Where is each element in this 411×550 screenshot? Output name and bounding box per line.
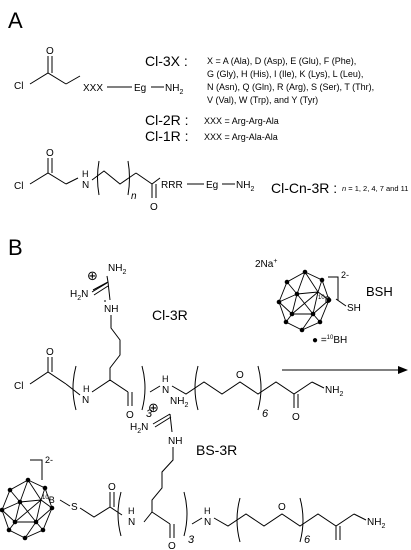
bsh-counterion: 2Na+: [255, 258, 277, 270]
clcn3r-name: Cl-Cn-3R :: [271, 180, 337, 196]
bs3r-atom-h1: H: [128, 506, 135, 516]
cl3r-nh-guan: NH: [104, 304, 118, 315]
bs3r-guan-charge: ⊕: [148, 400, 159, 415]
cl3r-charge: ⊕: [87, 268, 98, 283]
panel-b-label: B: [8, 235, 23, 260]
cl3x-chain-xxx: XXX: [83, 83, 103, 94]
cl3x-atom-o: O: [46, 46, 54, 57]
clcn3r-atom-n: N: [82, 180, 89, 191]
clcn3r-atom-o: O: [46, 148, 54, 159]
bs3r-atom-n2: N: [204, 517, 211, 528]
cl3x-def-line-1: X = A (Ala), D (Asp), E (Glu), F (Phe),: [207, 56, 356, 66]
bs3r-sub-3: 3: [188, 534, 195, 546]
bs3r-atom-s: S: [71, 502, 78, 513]
cl3r-structure: ⊕ H2N NH2 NH Cl O H N O 3 H N O 6 O NH2: [14, 263, 343, 423]
bs3r-atom-o3: O: [278, 502, 286, 513]
cl3x-atom-cl: Cl: [14, 81, 23, 92]
cl3x-def-line-2: G (Gly), H (His), I (Ile), K (Lys), L (L…: [207, 69, 363, 79]
bs3r-structure: ⊕ H2N NH2 NH 2- 10B S: [0, 396, 385, 550]
bs3r-atom-n1: N: [128, 517, 135, 528]
reaction-arrow: [282, 366, 408, 374]
clcn3r-atom-o2: O: [150, 202, 158, 213]
bs3r-sub-6: 6: [304, 534, 311, 546]
bs3r-closo-cage: [0, 477, 55, 541]
bs3r-atom-h2: H: [204, 506, 211, 516]
bs3r-boron-atom: 10B: [42, 495, 55, 505]
clcn3r-atom-cl: Cl: [14, 181, 23, 192]
cl3r-label: Cl-3R: [152, 307, 188, 323]
bs3r-nh2: NH2: [170, 396, 188, 409]
cl3r-atom-h1: H: [83, 384, 90, 394]
bs3r-term-nh2: NH2: [367, 517, 385, 530]
cl3x-def-line-3: N (Asn), Q (Gln), R (Arg), S (Ser), T (T…: [207, 82, 374, 92]
cl3r-sub-3: 3: [146, 408, 153, 420]
cl3r-nh2: NH2: [108, 263, 126, 276]
panel-a-label: A: [8, 8, 23, 33]
cl3r-atom-n1: N: [82, 395, 89, 406]
bsh-boron-atom: 10B: [318, 295, 331, 305]
cl3r-atom-o4: O: [292, 412, 300, 423]
bsh-charge: 2-: [341, 270, 349, 280]
bs3r-h2n: H2N: [130, 422, 148, 435]
bsh-legend: ● =10BH: [312, 335, 347, 346]
clcn3r-atom-h: H: [82, 169, 89, 179]
cl3r-sub-6: 6: [262, 408, 269, 420]
cl3r-h2n: H2N: [70, 289, 88, 302]
bsh-reagent: 2Na+ 2- 10B SH ● =10BH: [255, 258, 361, 346]
bsh-sh: SH: [347, 303, 361, 314]
clcn3r-nh2: NH2: [236, 180, 254, 193]
clcn3r-eg: Eg: [206, 180, 218, 191]
cl1r-def: XXX = Arg-Ala-Ala: [204, 132, 278, 142]
clcn3r-subscript-n: n: [131, 191, 137, 202]
bsh-closo-cage: [276, 269, 332, 333]
cl3x-structure: Cl O XXX Eg NH2: [14, 46, 183, 96]
bs3r-atom-o1: O: [108, 482, 116, 493]
cl3r-atom-o3: O: [236, 370, 244, 381]
bs3r-charge: 2-: [45, 455, 53, 465]
cl3r-atom-cl: Cl: [14, 381, 23, 392]
cl3x-def-line-4: V (Val), W (Trp), and Y (Tyr): [207, 95, 318, 105]
cl2r-def: XXX = Arg-Arg-Ala: [204, 116, 279, 126]
cl1r-name: Cl-1R :: [145, 128, 189, 144]
cl3r-term-nh2: NH2: [325, 385, 343, 398]
cl3x-nh2: NH2: [165, 83, 183, 96]
cl2r-name: Cl-2R :: [145, 112, 189, 128]
cl3x-name: Cl-3X :: [145, 53, 188, 69]
cl3x-eg: Eg: [134, 83, 146, 94]
cl3r-atom-n2: N: [162, 385, 169, 396]
cl3r-atom-h2: H: [162, 374, 169, 384]
cl3r-atom-o2: O: [126, 410, 134, 421]
clcn3r-structure: Cl O H N n O RRR Eg NH2: [14, 148, 254, 213]
bs3r-label: BS-3R: [196, 442, 237, 458]
cl3r-atom-o1: O: [46, 347, 54, 358]
clcn3r-def: n = 1, 2, 4, 7 and 11: [342, 184, 408, 193]
clcn3r-chain-rrr: RRR: [161, 180, 183, 191]
bsh-label: BSH: [366, 284, 393, 299]
bs3r-nh-guan: NH: [168, 436, 182, 447]
bs3r-atom-o2: O: [168, 541, 176, 550]
